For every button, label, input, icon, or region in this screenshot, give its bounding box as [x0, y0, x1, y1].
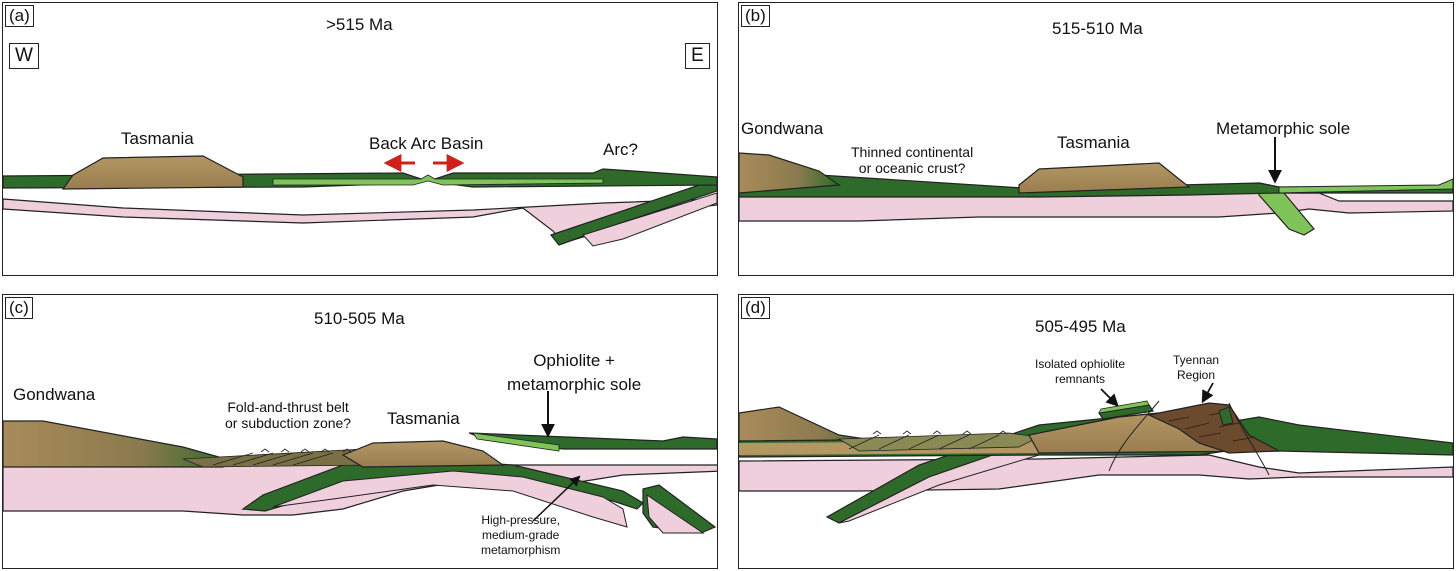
fold-belt — [837, 432, 1041, 452]
panel-a-time: >515 Ma — [326, 15, 393, 34]
tasmania-label: Tasmania — [1057, 133, 1130, 152]
thinned-crust-line2: or oceanic crust? — [858, 160, 966, 176]
tasmania-block — [1018, 162, 1191, 194]
fold-thrust-lines — [848, 430, 1008, 450]
east-label: E — [685, 43, 710, 69]
gondwana-label: Gondwana — [741, 119, 824, 138]
back-arc-crust — [272, 174, 604, 186]
panel-c: (c) 510-505 Ma Gondwana Fold-and-thrust … — [2, 294, 718, 569]
fold-thrust-label: Fold-and-thrust belt or subduction zone? — [225, 399, 351, 431]
tasmania-block — [341, 440, 505, 468]
isolated-line1: Isolated ophiolite — [1035, 357, 1126, 371]
panel-c-tag: (c) — [5, 297, 33, 319]
thinned-crust-line1: Thinned continental — [851, 144, 974, 160]
panel-d: (d) 505-495 Ma Isolated ophiolite remnan… — [738, 294, 1454, 569]
panel-c-time: 510-505 Ma — [314, 309, 405, 328]
tasmania-label: Tasmania — [121, 129, 194, 148]
panel-b-time: 515-510 Ma — [1052, 19, 1143, 38]
panel-a-cross-section — [3, 154, 717, 247]
tyennan-region — [1147, 402, 1282, 454]
panel-d-tag: (d) — [741, 297, 770, 319]
tyennan-line1: Tyennan — [1173, 353, 1220, 367]
tyennan-texture — [1168, 411, 1256, 442]
mantle-lithosphere — [739, 454, 1453, 492]
ocean-crust-right — [1278, 178, 1453, 194]
tyennan-line2: Region — [1177, 368, 1216, 382]
fault-right — [1228, 402, 1270, 476]
isolated-ophiolite-arrow — [1100, 388, 1119, 407]
hp-line3: metamorphism — [481, 543, 561, 557]
tyennan-arrow — [1201, 382, 1214, 404]
detached-slab-pink — [646, 493, 705, 534]
hp-metamorphism-label: High-pressure, medium-grade metamorphism — [481, 513, 560, 558]
hp-line1: High-pressure, — [481, 513, 561, 527]
fault-left — [1108, 400, 1160, 472]
tasmania-block — [61, 155, 244, 190]
fold-thrust-lines — [212, 448, 352, 466]
isolated-line2: remnants — [1055, 372, 1106, 386]
arc-label: Arc? — [603, 140, 638, 159]
east-ophiolite-remnant — [1218, 406, 1234, 426]
hp-line2: medium-grade — [481, 528, 560, 542]
gondwana-block — [739, 152, 841, 194]
ophiolite-line2: metamorphic sole — [507, 375, 642, 394]
fold-thrust-line2: or subduction zone? — [225, 415, 352, 431]
subducting-slab — [549, 178, 717, 246]
back-arc-basin-label: Back Arc Basin — [369, 134, 484, 153]
fold-thrust-line1: Fold-and-thrust belt — [227, 399, 349, 415]
metamorphic-sole-layer — [472, 432, 560, 452]
metamorphic-sole-label: Metamorphic sole — [1216, 119, 1351, 138]
fold-belt — [182, 448, 374, 468]
slab-pink — [582, 192, 717, 247]
gondwana-label: Gondwana — [13, 385, 96, 404]
panel-b-cross-section — [739, 137, 1453, 236]
isolated-ophiolite-label: Isolated ophiolite remnants — [1035, 357, 1125, 387]
slab-pink-inner — [272, 470, 628, 528]
panel-b-tag: (b) — [741, 5, 770, 27]
panel-d-time: 505-495 Ma — [1035, 317, 1126, 336]
ophiolite-line1: Ophiolite + — [533, 351, 615, 370]
panel-a-tag: (a) — [5, 5, 34, 27]
panel-d-cross-section — [739, 382, 1453, 524]
tyennan-label: Tyennan Region — [1173, 353, 1219, 383]
west-label: W — [9, 43, 39, 69]
tasmania-label: Tasmania — [387, 409, 460, 428]
panel-b: (b) 515-510 Ma Gondwana Thinned continen… — [738, 2, 1454, 276]
ophiolite-label: Ophiolite + metamorphic sole — [507, 349, 641, 397]
hp-metamorphism-arrow — [532, 475, 581, 522]
thinned-crust-label: Thinned continental or oceanic crust? — [851, 144, 973, 176]
ophiolite-remnant-sole — [1098, 400, 1150, 414]
panel-c-cross-section — [3, 391, 717, 534]
panel-a: (a) >515 Ma W E Tasmania Back Arc Basin … — [2, 2, 718, 276]
